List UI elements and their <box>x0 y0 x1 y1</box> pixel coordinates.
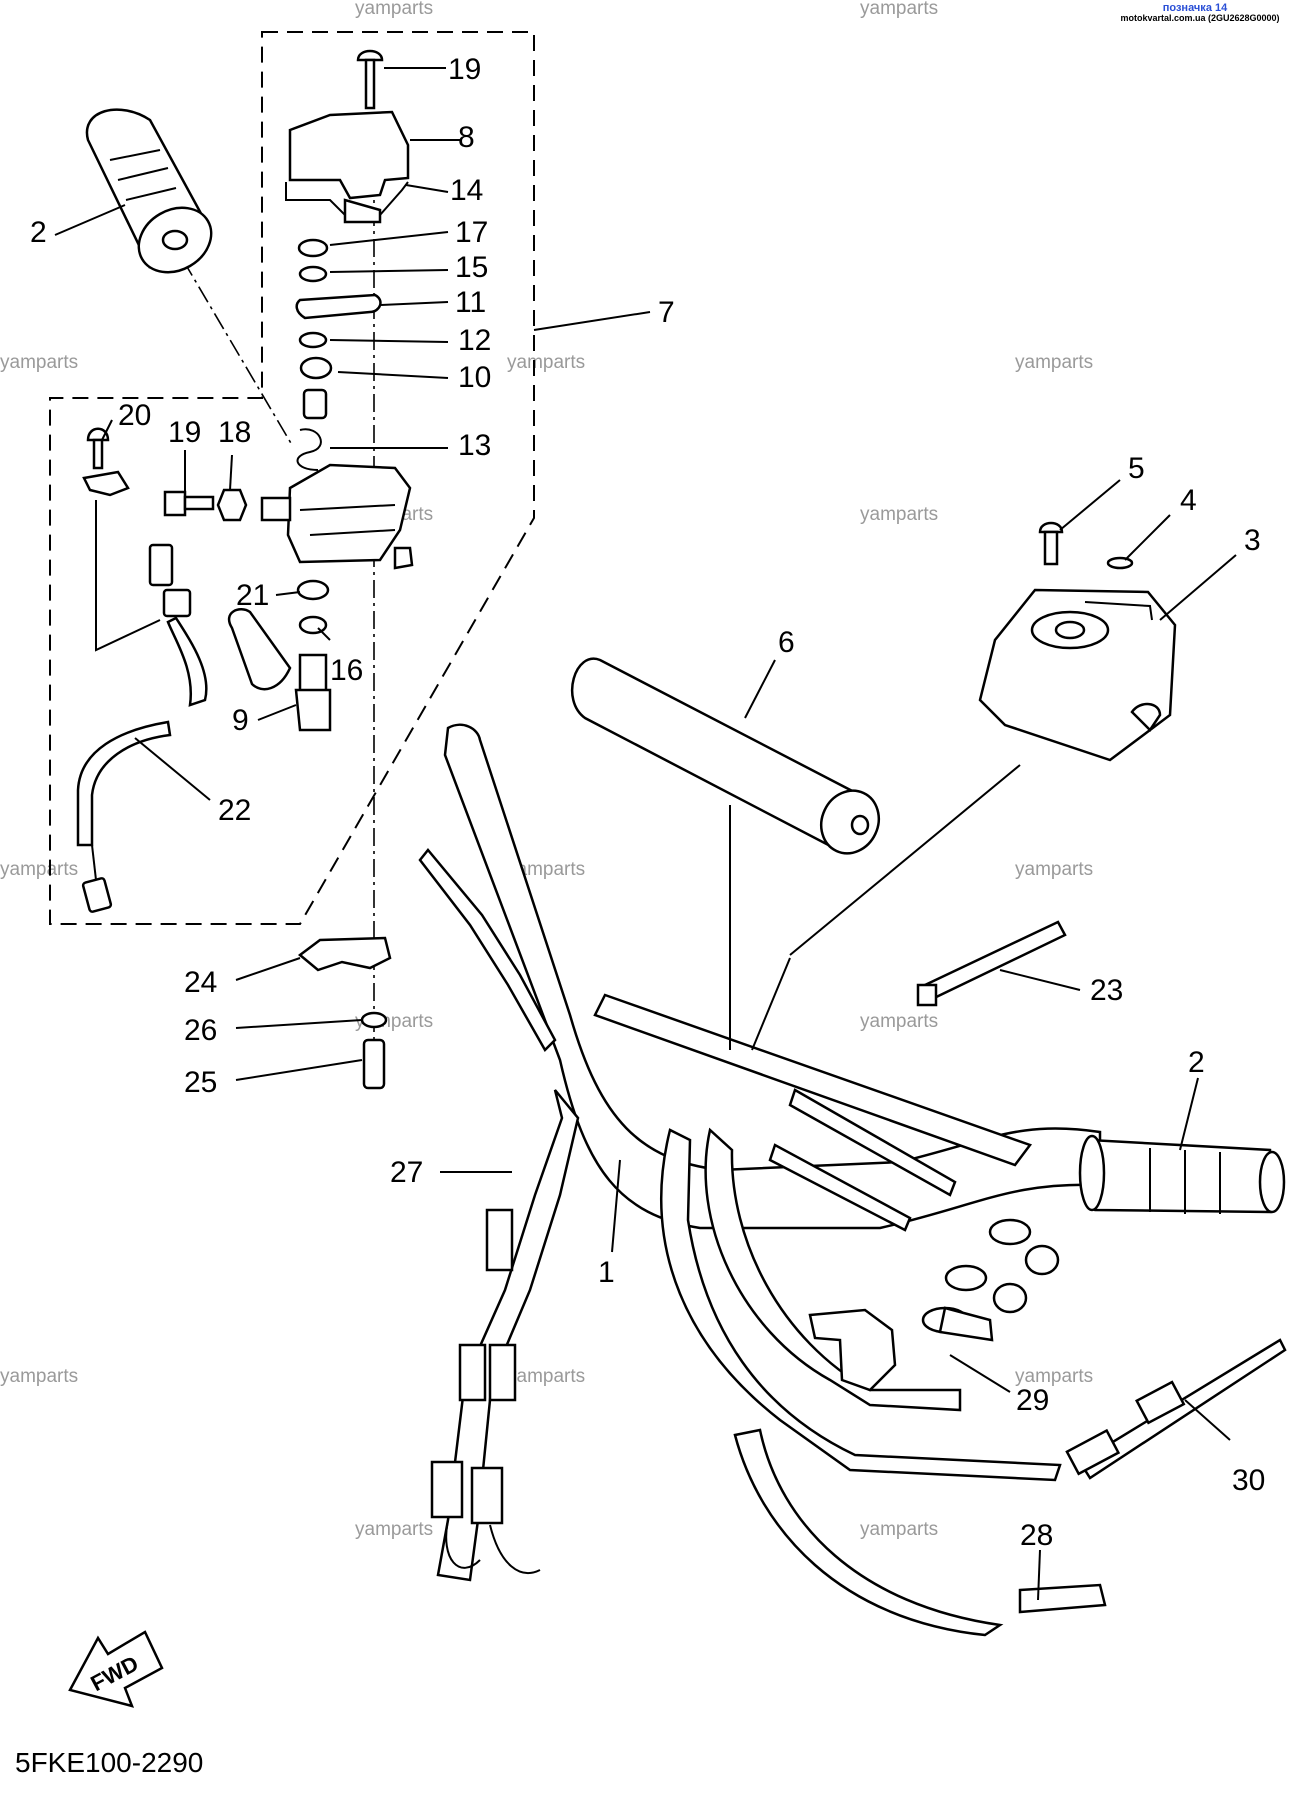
callout-30: 30 <box>1232 1464 1265 1497</box>
watermark: yamparts <box>0 1366 78 1387</box>
callout-16: 16 <box>330 654 363 687</box>
watermark: yamparts <box>860 504 938 525</box>
callout-2-right: 2 <box>1188 1046 1205 1079</box>
callout-10: 10 <box>458 361 491 394</box>
header-label: позначка 14 <box>1163 2 1228 14</box>
callout-4: 4 <box>1180 484 1197 517</box>
callout-19-side: 19 <box>168 416 201 449</box>
watermark: yamparts <box>860 1519 938 1540</box>
lower-holder-clamp <box>297 936 392 1090</box>
callout-24: 24 <box>184 966 217 999</box>
watermark: yamparts <box>860 0 938 19</box>
callout-8: 8 <box>458 121 475 154</box>
watermark: yamparts <box>0 859 78 880</box>
right-grip <box>1078 1134 1286 1214</box>
switch-cover-assembly <box>285 49 410 224</box>
watermark: yamparts <box>1015 352 1093 373</box>
callout-9: 9 <box>232 704 249 737</box>
callout-20: 20 <box>118 399 151 432</box>
callout-7: 7 <box>658 296 675 329</box>
assembly-centerlines <box>182 115 375 1055</box>
handlebar <box>443 723 1102 1230</box>
callout-13: 13 <box>458 429 491 462</box>
leader-lines <box>54 67 1237 1601</box>
callout-1: 1 <box>598 1256 615 1289</box>
callout-12: 12 <box>458 324 491 357</box>
watermark: yamparts <box>1015 859 1093 880</box>
callout-29: 29 <box>1016 1384 1049 1417</box>
upper-assembly-box <box>49 31 535 925</box>
watermark: yamparts <box>507 352 585 373</box>
diagram-code: 5FKE100-2290 <box>15 1747 203 1778</box>
handlebar-pad <box>570 657 881 855</box>
cable-tie <box>916 920 1067 1007</box>
header-source: motokvartal.com.ua (2GU2628G0000) <box>1120 13 1279 23</box>
cable-adjusters <box>768 1088 1060 1314</box>
callout-27: 27 <box>390 1156 423 1189</box>
callout-22: 22 <box>218 794 251 827</box>
holder-bolt-and-plate <box>1038 521 1134 570</box>
throttle-switch-body <box>260 463 414 570</box>
throttle-cable <box>418 848 580 1582</box>
callout-labels: 19 8 14 17 15 11 12 10 13 7 2 20 19 18 2… <box>30 53 1265 1552</box>
left-grip <box>85 108 213 274</box>
callout-14: 14 <box>450 174 483 207</box>
callout-23: 23 <box>1090 974 1123 1007</box>
callout-21: 21 <box>236 579 269 612</box>
callout-11: 11 <box>455 286 486 319</box>
cables-right <box>660 1127 1287 1637</box>
watermark: yamparts <box>1015 1366 1093 1387</box>
switch-screw-and-wiring <box>76 427 248 913</box>
watermark: yamparts <box>355 1519 433 1540</box>
watermark: yamparts <box>355 0 433 19</box>
brake-lever-pin <box>227 579 332 732</box>
callout-18: 18 <box>218 416 251 449</box>
washers-stack <box>295 238 382 471</box>
watermark: yamparts <box>0 352 78 373</box>
fwd-arrow-icon: FWD <box>68 1630 164 1708</box>
callout-6: 6 <box>778 626 795 659</box>
callout-25: 25 <box>184 1066 217 1099</box>
callout-5: 5 <box>1128 452 1145 485</box>
watermark: yamparts <box>507 859 585 880</box>
callout-17: 17 <box>455 216 488 249</box>
callout-26: 26 <box>184 1014 217 1047</box>
callout-15: 15 <box>455 251 488 284</box>
watermark: yamparts <box>507 1366 585 1387</box>
callout-19: 19 <box>448 53 481 86</box>
upper-handlebar-holder <box>978 588 1177 762</box>
callout-3: 3 <box>1244 524 1261 557</box>
callout-28: 28 <box>1020 1519 1053 1552</box>
callout-2-left: 2 <box>30 216 47 249</box>
watermark: yamparts <box>860 1011 938 1032</box>
